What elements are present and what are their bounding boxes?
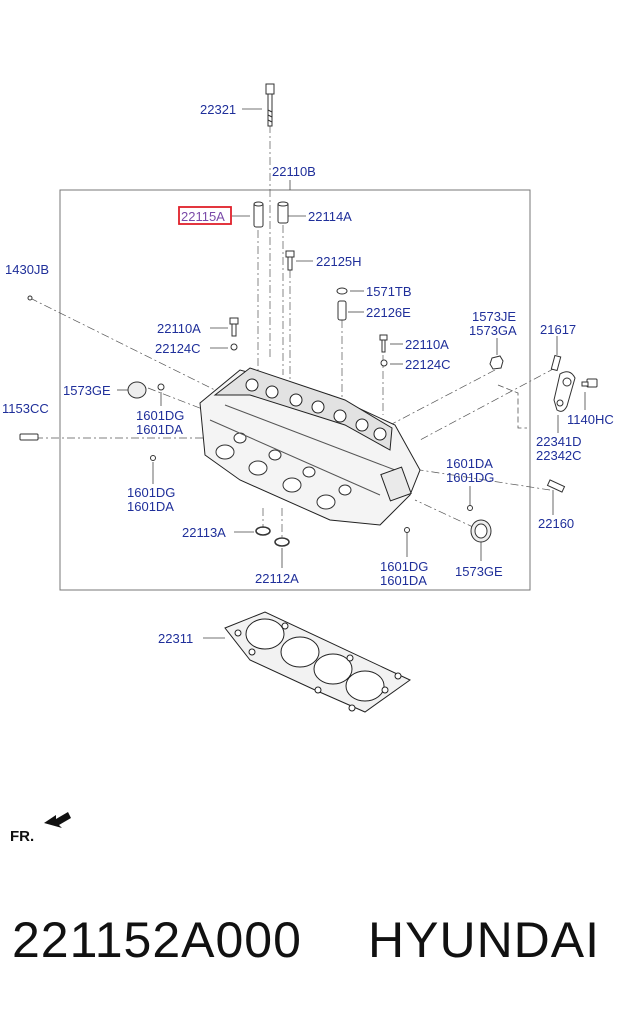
callout-1573ga: 1573GA xyxy=(469,323,517,338)
engine-hanger-bracket xyxy=(553,371,598,412)
callout-22126e: 22126E xyxy=(366,305,411,320)
callout-1571tb: 1571TB xyxy=(366,284,412,299)
callout-1573ge-right: 1573GE xyxy=(455,564,503,579)
projection-lines xyxy=(29,125,556,538)
cylinder-head xyxy=(199,367,421,526)
callout-22124c-right: 22124C xyxy=(405,357,451,372)
callout-22114a: 22114A xyxy=(308,209,352,224)
callout-22342c: 22342C xyxy=(536,448,582,463)
head-gasket xyxy=(224,611,411,713)
assembly-frame xyxy=(59,189,531,591)
part-caption: 221152A000 HYUNDAI xyxy=(0,905,620,975)
callout-21617: 21617 xyxy=(540,322,576,337)
callout-1140hc: 1140HC xyxy=(567,412,614,427)
part-labels: 22321 22110B 22115A 22114A 22125H 1430JB… xyxy=(2,102,614,646)
front-direction-indicator: FR. xyxy=(10,812,71,845)
small-fasteners xyxy=(19,250,566,533)
callout-22112a: 22112A xyxy=(255,571,299,586)
callout-22125h: 22125H xyxy=(316,254,362,269)
leader-lines xyxy=(117,108,586,639)
callout-1601da-c: 1601DA xyxy=(127,499,174,514)
callout-22311: 22311 xyxy=(158,631,193,646)
callout-1601da-d: 1601DA xyxy=(380,573,427,588)
hidden-line xyxy=(497,384,527,429)
callout-1601da-b: 1601DA xyxy=(446,456,493,471)
o-rings xyxy=(255,526,290,547)
callout-1601dg-a: 1601DG xyxy=(136,408,184,423)
callout-1601dg-c: 1601DG xyxy=(127,485,175,500)
callout-22160: 22160 xyxy=(538,516,574,531)
callout-1573ge-left: 1573GE xyxy=(63,383,111,398)
callout-22110a-right: 22110A xyxy=(405,337,449,352)
front-label: FR. xyxy=(10,828,34,845)
callout-22110a-left: 22110A xyxy=(157,321,201,336)
valve-guides xyxy=(253,201,289,228)
part-highlight-box xyxy=(178,206,232,225)
head-bolt-22321 xyxy=(265,83,275,127)
callout-22341d: 22341D xyxy=(536,434,582,449)
callout-1430jb: 1430JB xyxy=(5,262,49,277)
callout-1573je: 1573JE xyxy=(472,309,516,324)
brand-name: HYUNDAI xyxy=(368,912,601,968)
callout-22321: 22321 xyxy=(200,102,236,117)
core-plugs xyxy=(127,381,492,543)
front-arrow-icon xyxy=(44,812,71,828)
callout-1601da-a: 1601DA xyxy=(136,422,183,437)
callout-1601dg-b: 1601DG xyxy=(446,470,494,485)
callout-22124c-left: 22124C xyxy=(155,341,201,356)
callout-22110b: 22110B xyxy=(272,164,316,179)
exploded-parts-diagram: 22321 22110B 22115A 22114A 22125H 1430JB… xyxy=(2,83,614,845)
callout-1601dg-d: 1601DG xyxy=(380,559,428,574)
callout-22115a[interactable]: 22115A xyxy=(181,209,225,224)
part-number: 221152A000 xyxy=(12,912,302,968)
callout-1153cc: 1153CC xyxy=(2,401,49,416)
callout-22113a: 22113A xyxy=(182,525,226,540)
